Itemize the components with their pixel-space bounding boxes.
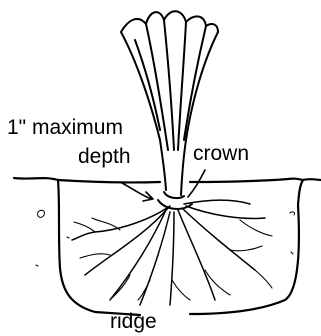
crown-leader (188, 170, 205, 197)
plant-roots (72, 200, 272, 305)
maximum-depth-label: 1" maximum (7, 117, 123, 138)
planting-hole (14, 178, 321, 315)
ridge-label: ridge (110, 311, 157, 332)
depth-label: depth (78, 146, 131, 167)
depth-arrow (122, 183, 153, 201)
crown-label: crown (193, 143, 249, 164)
plant-leaves (121, 11, 218, 195)
